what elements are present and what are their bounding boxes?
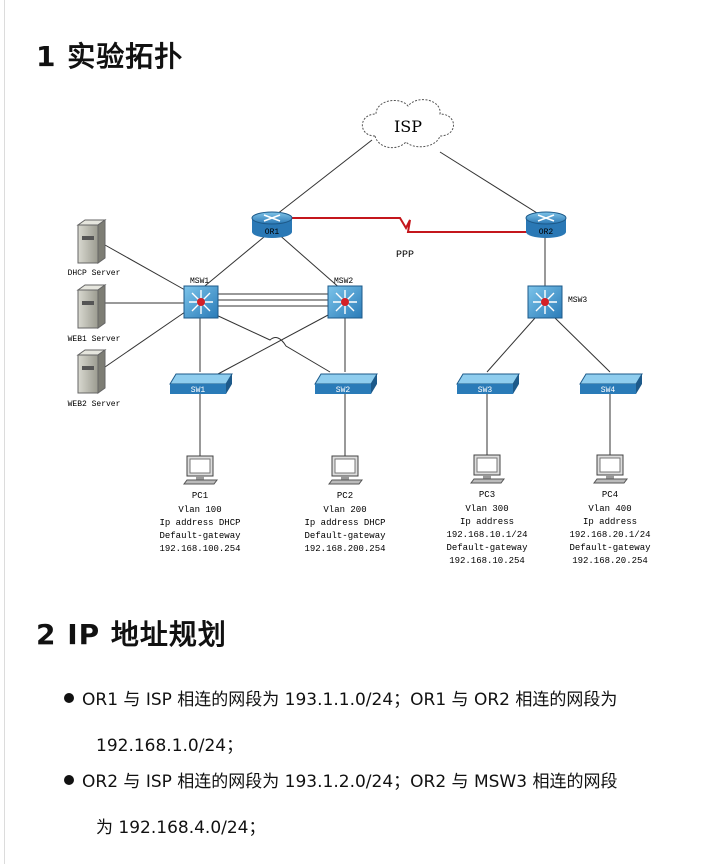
isp-cloud-icon xyxy=(361,99,454,149)
pc2-info-line: Default-gateway xyxy=(304,531,386,541)
sw3-icon xyxy=(456,373,520,394)
msw1-icon xyxy=(183,285,219,319)
pc4-info-line: 192.168.20.254 xyxy=(572,556,648,566)
links xyxy=(104,139,611,456)
pc1-info-line: Ip address DHCP xyxy=(159,518,240,528)
msw3-icon xyxy=(527,285,563,319)
pc4-icon xyxy=(593,454,628,484)
pc4-label: PC4 xyxy=(602,490,618,500)
sw1-label: SW1 xyxy=(191,386,206,395)
ip-plan-item-2-line2: 为 192.168.4.0/24； xyxy=(96,818,266,838)
web2-server-label: WEB2 Server xyxy=(68,400,121,409)
pc2-icon xyxy=(328,455,363,485)
pc3-icon xyxy=(470,454,505,484)
router-or1-icon xyxy=(251,211,293,238)
web2-server-icon xyxy=(76,349,107,394)
pc2-info-line: 192.168.200.254 xyxy=(304,544,385,554)
pc1-info-line: Default-gateway xyxy=(159,531,241,541)
sw3-label: SW3 xyxy=(478,386,493,395)
pc3-label: PC3 xyxy=(479,490,495,500)
pc2-info-line: Ip address DHCP xyxy=(304,518,385,528)
sw1-icon xyxy=(169,373,233,394)
web1-server-icon xyxy=(76,284,107,329)
pc1-info-line: 192.168.100.254 xyxy=(159,544,240,554)
pc4-info-line: Default-gateway xyxy=(569,543,651,553)
pc3-info-line: Vlan 300 xyxy=(465,504,508,514)
pc3-info-line: Ip address xyxy=(460,517,514,527)
msw3-label: MSW3 xyxy=(568,296,587,305)
page-margin-line xyxy=(4,0,5,864)
section-title-topology: 1 实验拓扑 xyxy=(36,40,184,73)
pc1-label: PC1 xyxy=(192,491,208,501)
ip-plan-item-1: OR1 与 ISP 相连的网段为 193.1.1.0/24；OR1 与 OR2 … xyxy=(64,680,694,720)
or2-label: OR2 xyxy=(539,228,554,237)
ip-plan-item-1-line2: 192.168.1.0/24； xyxy=(96,736,244,756)
router-or2-icon xyxy=(525,211,567,238)
sw4-icon xyxy=(579,373,643,394)
pc3-info-line: 192.168.10.1/24 xyxy=(446,530,527,540)
msw2-label: MSW2 xyxy=(334,277,353,286)
or1-label: OR1 xyxy=(265,228,280,237)
bullet-icon xyxy=(64,775,74,785)
dhcp-server-label: DHCP Server xyxy=(68,269,121,278)
bullet-icon xyxy=(64,693,74,703)
pc2-label: PC2 xyxy=(337,491,353,501)
pc4-info-line: Vlan 400 xyxy=(588,504,631,514)
pc2-info-line: Vlan 200 xyxy=(323,505,366,515)
pc1-icon xyxy=(183,455,218,485)
dhcp-server-icon xyxy=(76,219,107,264)
network-topology-diagram: PPP ISP OR1 OR2 MSW1 MSW2 MSW3 xyxy=(68,99,651,566)
pc4-info-line: 192.168.20.1/24 xyxy=(569,530,650,540)
ppp-serial-link xyxy=(292,217,528,233)
ppp-label: PPP xyxy=(396,250,414,261)
pc3-info-line: 192.168.10.254 xyxy=(449,556,525,566)
msw1-label: MSW1 xyxy=(190,277,209,286)
pc3-info-line: Default-gateway xyxy=(446,543,528,553)
sw2-icon xyxy=(314,373,378,394)
sw2-label: SW2 xyxy=(336,386,351,395)
pc4-info-line: Ip address xyxy=(583,517,637,527)
section-title-ip-plan: 2 IP 地址规划 xyxy=(36,618,227,651)
sw4-label: SW4 xyxy=(601,386,616,395)
ip-plan-item-2-line1: OR2 与 ISP 相连的网段为 193.1.2.0/24；OR2 与 MSW3… xyxy=(82,772,618,792)
pc1-info-line: Vlan 100 xyxy=(178,505,221,515)
ip-plan-item-2: OR2 与 ISP 相连的网段为 193.1.2.0/24；OR2 与 MSW3… xyxy=(64,762,694,802)
web1-server-label: WEB1 Server xyxy=(68,335,121,344)
ip-plan-item-1-line1: OR1 与 ISP 相连的网段为 193.1.1.0/24；OR1 与 OR2 … xyxy=(82,690,618,710)
msw2-icon xyxy=(327,285,363,319)
isp-label: ISP xyxy=(394,117,422,136)
